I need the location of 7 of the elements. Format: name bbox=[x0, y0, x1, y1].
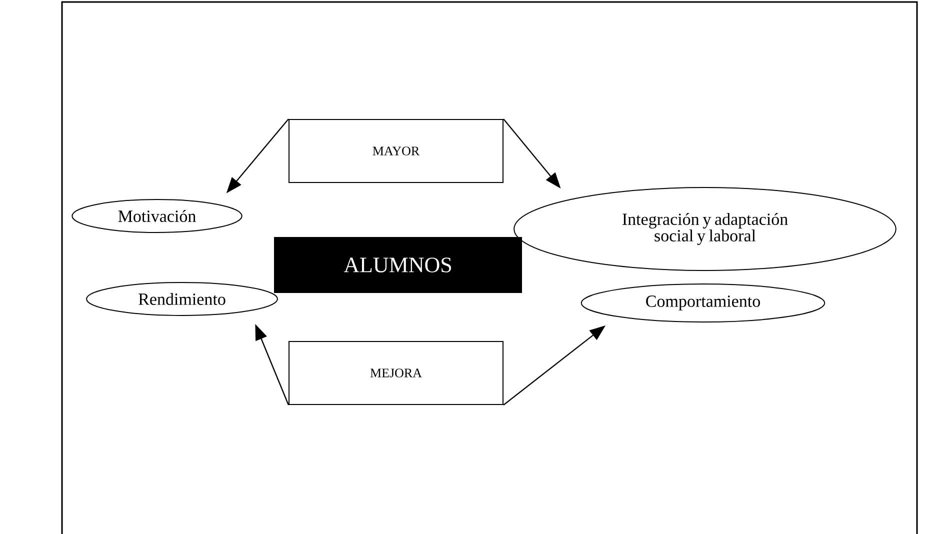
oval: Comportamiento bbox=[580, 284, 826, 322]
oval: Integración y adaptación social y laboral bbox=[514, 187, 896, 271]
label-box: MAYOR bbox=[288, 119, 504, 183]
oval: Rendimiento bbox=[86, 282, 278, 316]
title-box: ALUMNOS bbox=[274, 237, 522, 293]
oval: Motivación bbox=[72, 199, 242, 233]
label-box: MEJORA bbox=[288, 341, 504, 405]
